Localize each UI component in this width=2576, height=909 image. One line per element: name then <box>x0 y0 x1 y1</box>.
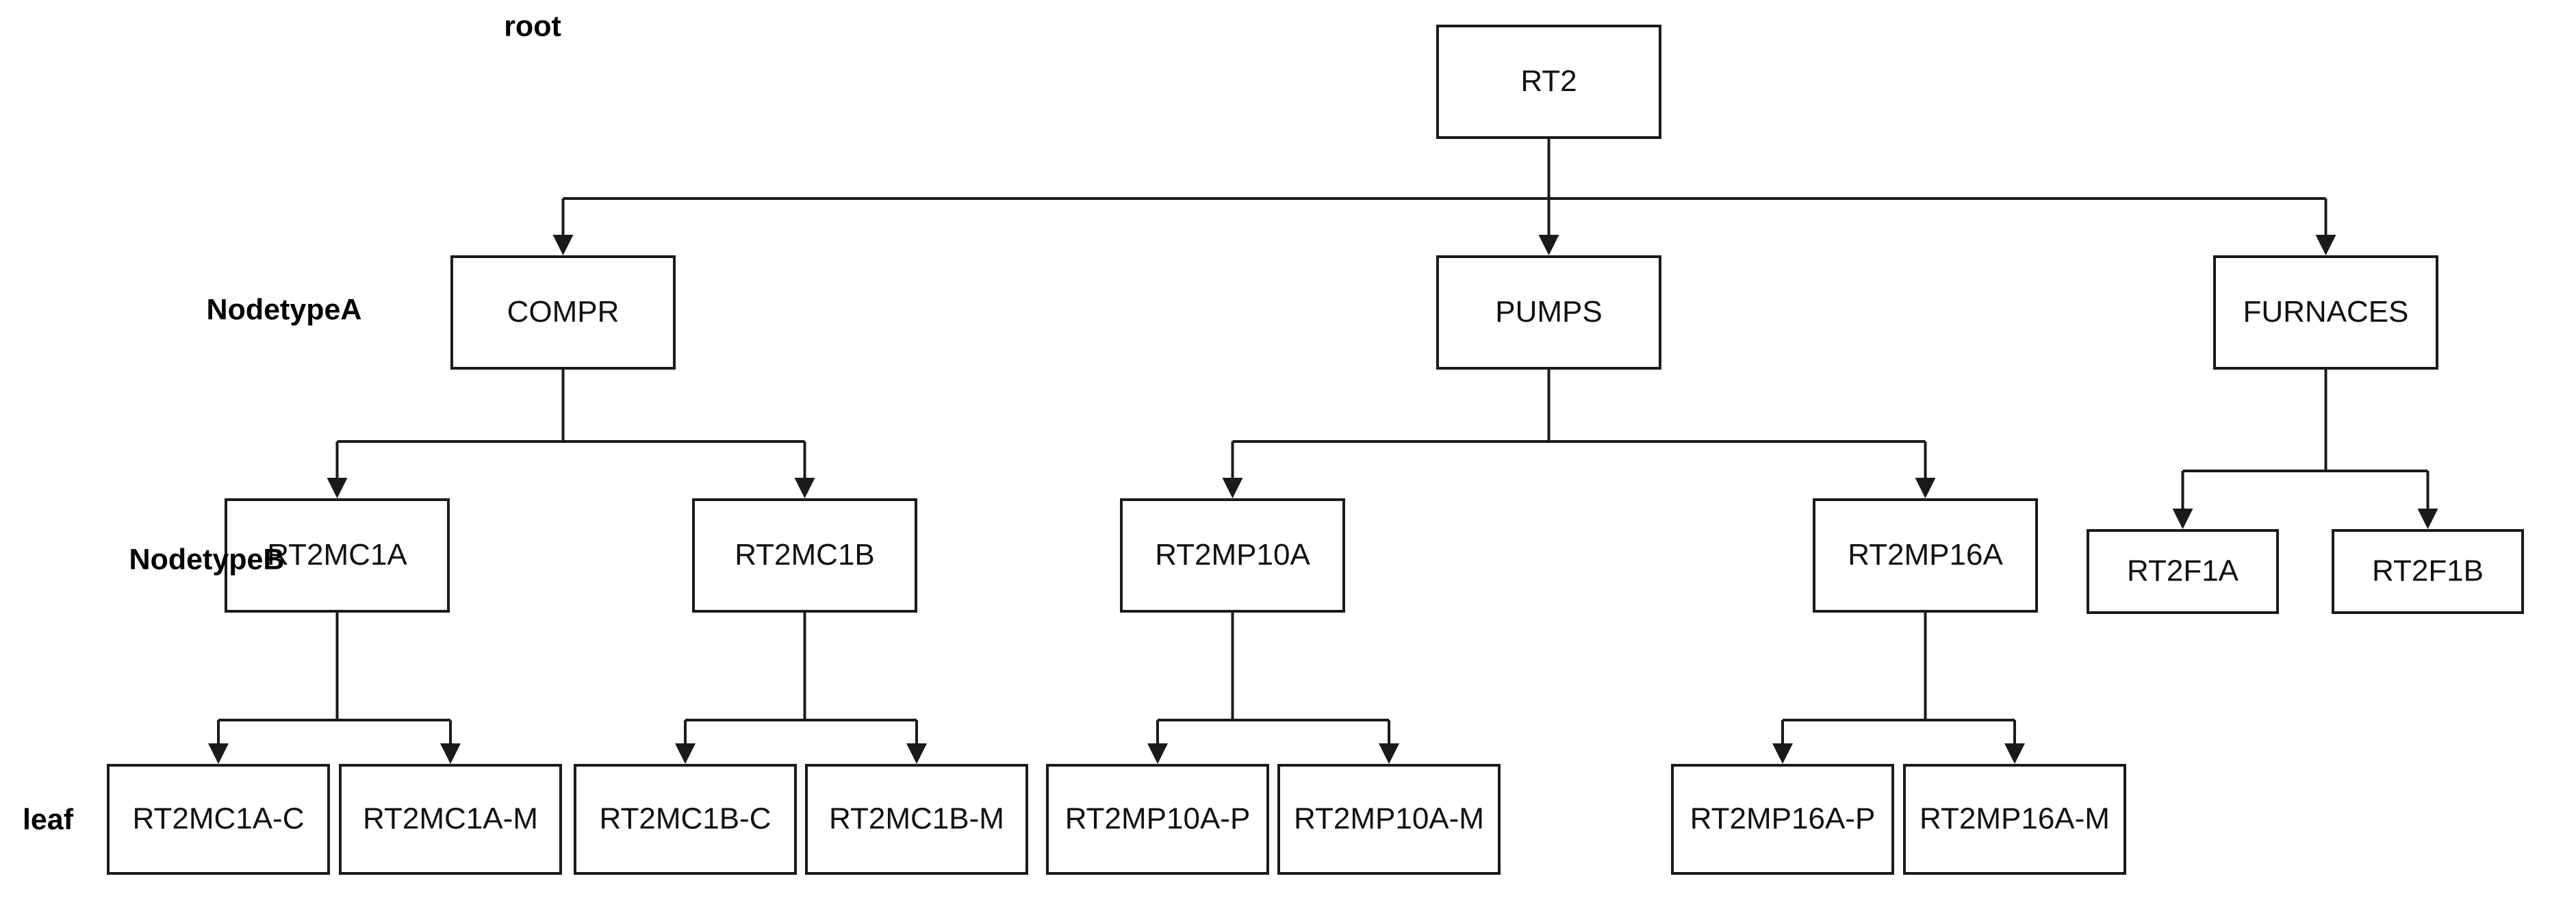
node-label: RT2F1A <box>2127 554 2239 588</box>
node-box[interactable] <box>1436 255 1661 370</box>
node-rt2mp10a-m[interactable]: RT2MP10A-M <box>1277 764 1501 875</box>
edge-group-compr <box>327 368 815 498</box>
node-box[interactable] <box>1277 764 1501 875</box>
edge-arrowhead-rt2mp16a-p <box>1772 743 1793 764</box>
edge-arrowhead-rt2mp10a-m <box>1379 743 1399 764</box>
node-rt2mc1b-m[interactable]: RT2MC1B-M <box>805 764 1028 875</box>
node-rt2f1a[interactable]: RT2F1A <box>2087 529 2279 614</box>
node-box[interactable] <box>2087 529 2279 614</box>
edge-arrowhead-compr <box>552 235 574 255</box>
node-label: RT2MP16A-M <box>1920 802 2110 836</box>
edge-arrowhead-rt2mc1b <box>794 478 815 498</box>
edge-arrowhead-rt2mp10a-p <box>1147 743 1168 764</box>
node-rt2mp16a-m[interactable]: RT2MP16A-M <box>1903 764 2126 875</box>
node-rt2mc1a-c[interactable]: RT2MC1A-C <box>107 764 330 875</box>
edge-arrowhead-rt2mc1a-c <box>208 743 229 764</box>
node-rt2mc1b[interactable]: RT2MC1B <box>692 498 917 613</box>
edge-group-rt2mp16a <box>1772 611 2025 764</box>
node-compr[interactable]: COMPR <box>450 255 676 370</box>
edge-arrowhead-rt2mc1a-m <box>440 743 461 764</box>
node-label: RT2MC1A-C <box>132 802 304 836</box>
node-rt2mp10a-p[interactable]: RT2MP10A-P <box>1046 764 1269 875</box>
edge-arrowhead-pumps <box>1538 235 1559 255</box>
node-box[interactable] <box>692 498 917 613</box>
node-box[interactable] <box>107 764 330 875</box>
node-box[interactable] <box>2213 255 2438 370</box>
node-box[interactable] <box>1436 25 1661 139</box>
node-box[interactable] <box>1120 498 1345 613</box>
node-rt2mc1b-c[interactable]: RT2MC1B-C <box>574 764 797 875</box>
level-label-root: root <box>504 10 561 42</box>
node-rt2mp16a[interactable]: RT2MP16A <box>1813 498 2038 613</box>
node-label: RT2MP16A-P <box>1690 802 1876 836</box>
edge-group-rt2mc1b <box>675 611 927 764</box>
node-box[interactable] <box>225 498 450 613</box>
node-rt2[interactable]: RT2 <box>1436 25 1661 139</box>
node-box[interactable] <box>574 764 797 875</box>
edge-group-rt2mp10a <box>1147 611 1399 764</box>
level-label-nodetypeA: NodetypeA <box>207 293 362 326</box>
node-box[interactable] <box>1046 764 1269 875</box>
node-rt2mp16a-p[interactable]: RT2MP16A-P <box>1671 764 1894 875</box>
node-box[interactable] <box>1671 764 1894 875</box>
node-label: RT2MC1A <box>267 538 407 572</box>
edge-arrowhead-rt2mp16a <box>1915 478 1936 498</box>
edges-layer <box>208 138 2438 764</box>
node-label: PUMPS <box>1495 295 1602 329</box>
edge-arrowhead-rt2mp16a-m <box>2004 743 2025 764</box>
node-label: RT2MP10A <box>1155 538 1310 572</box>
edge-arrowhead-furnaces <box>2315 235 2336 255</box>
node-label: RT2MP10A-P <box>1065 802 1251 836</box>
node-label: RT2 <box>1520 64 1577 98</box>
node-label: RT2MP16A <box>1848 538 2003 572</box>
node-box[interactable] <box>2332 529 2524 614</box>
node-label: RT2MC1B-M <box>829 802 1004 836</box>
node-label: RT2F1B <box>2372 554 2484 588</box>
node-furnaces[interactable]: FURNACES <box>2213 255 2438 370</box>
node-label: RT2MP10A-M <box>1294 802 1484 836</box>
node-rt2mc1a[interactable]: RT2MC1A <box>225 498 450 613</box>
node-label: FURNACES <box>2243 295 2408 329</box>
edge-group-rt2mc1a <box>208 611 461 764</box>
edge-arrowhead-rt2mc1b-m <box>906 743 927 764</box>
edge-arrowhead-rt2mp10a <box>1222 478 1243 498</box>
level-label-leaf: leaf <box>23 803 74 836</box>
node-label: RT2MC1B-C <box>599 802 771 836</box>
node-pumps[interactable]: PUMPS <box>1436 255 1661 370</box>
node-box[interactable] <box>450 255 676 370</box>
edge-group-furnaces <box>2172 368 2438 529</box>
node-box[interactable] <box>805 764 1028 875</box>
node-rt2mc1a-m[interactable]: RT2MC1A-M <box>339 764 562 875</box>
edge-arrowhead-rt2mc1b-c <box>675 743 696 764</box>
edge-group-rt2 <box>552 138 2336 255</box>
node-label: RT2MC1B <box>735 538 875 572</box>
node-box[interactable] <box>1813 498 2038 613</box>
edge-arrowhead-rt2f1a <box>2172 509 2193 529</box>
edge-arrowhead-rt2mc1a <box>327 478 348 498</box>
node-box[interactable] <box>1903 764 2126 875</box>
edge-group-pumps <box>1222 368 1936 498</box>
node-label: COMPR <box>507 295 620 329</box>
node-label: RT2MC1A-M <box>363 802 538 836</box>
edge-arrowhead-rt2f1b <box>2417 509 2438 529</box>
level-label-nodetypeB: NodetypeB <box>129 543 285 576</box>
node-box[interactable] <box>339 764 562 875</box>
node-rt2f1b[interactable]: RT2F1B <box>2332 529 2524 614</box>
node-rt2mp10a[interactable]: RT2MP10A <box>1120 498 1345 613</box>
